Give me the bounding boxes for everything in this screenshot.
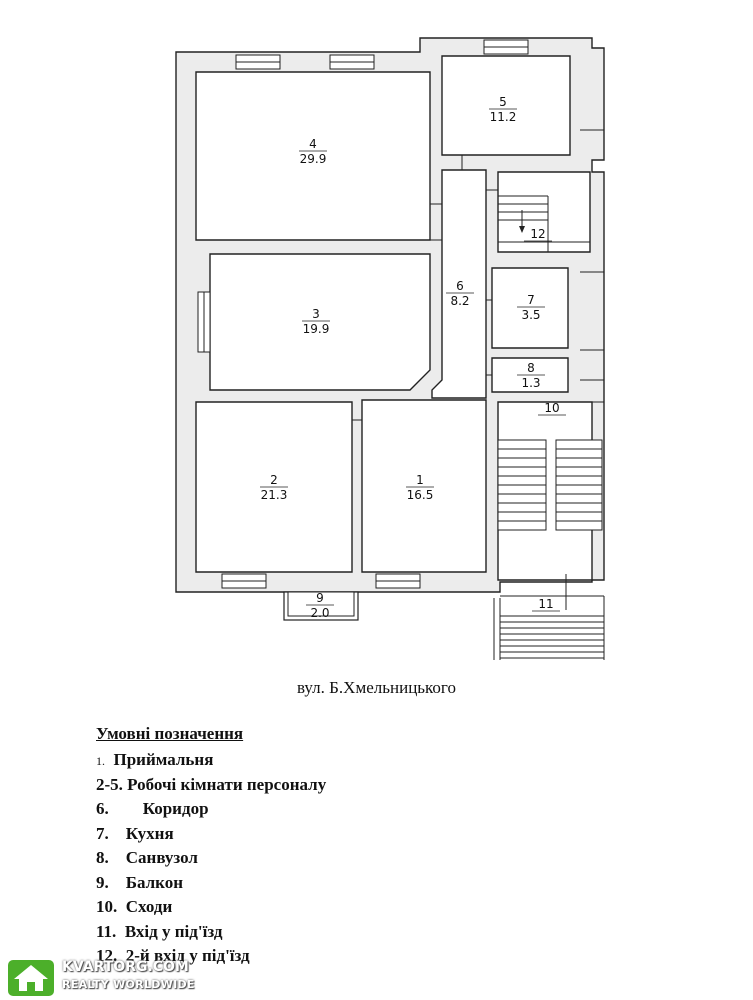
legend-item-text: Кухня	[125, 823, 174, 843]
legend-item: 11. Вхід у під'їзд	[96, 920, 326, 945]
legend-item-gap	[116, 922, 125, 941]
room-number: 5	[499, 95, 507, 109]
legend-item-number: 10.	[96, 897, 118, 916]
room-7-label: 73.5	[517, 293, 545, 322]
balcony-9	[283, 591, 359, 621]
floor-plan: 429.9 511.2 319.9 68.2 73.5 81.3 221.3 116.5 92.…	[175, 37, 605, 660]
room-7-area	[491, 267, 569, 349]
stairs-12	[498, 195, 590, 252]
legend-item: 7. Кухня	[96, 822, 326, 847]
room-area: 2.0	[310, 606, 329, 620]
legend-item-gap	[109, 824, 126, 843]
room-number: 3	[312, 307, 320, 321]
room-3-label: 319.9	[302, 307, 330, 336]
legend-item-text: Вхід у під'їзд	[124, 921, 223, 941]
wall-openings	[352, 129, 604, 421]
room-area: 21.3	[261, 488, 288, 502]
room-number: 9	[316, 591, 324, 605]
legend-item-gap	[105, 750, 114, 769]
room-4-label: 429.9	[299, 137, 327, 166]
room-area: 16.5	[407, 488, 434, 502]
room-number: 7	[527, 293, 535, 307]
watermark-line1: KVARTORG.COM	[62, 959, 189, 975]
room-2-label: 221.3	[260, 473, 288, 502]
room-number: 6	[456, 279, 464, 293]
room-area: 8.2	[450, 294, 469, 308]
room-area: 29.9	[300, 152, 327, 166]
room-3-area	[209, 253, 431, 391]
room-number: 12	[530, 227, 545, 241]
legend-item: 10. Сходи	[96, 895, 326, 920]
legend-item-text: Сходи	[125, 897, 173, 916]
legend-item: 8. Санвузол	[96, 846, 326, 871]
legend-title: Умовні позначення	[96, 724, 244, 743]
room-number: 10	[544, 401, 559, 415]
room-area: 1.3	[521, 376, 540, 390]
legend-item: 6. Коридор	[96, 797, 326, 822]
legend-item: 1. Приймальня	[96, 748, 326, 773]
legend-item-gap	[109, 873, 126, 892]
room-8-label: 81.3	[517, 361, 545, 390]
legend-item-number: 6.	[96, 799, 109, 818]
room-12-label: 12	[524, 227, 552, 242]
room-area: 3.5	[521, 308, 540, 322]
room-10-label: 10	[538, 401, 566, 416]
legend-item-gap	[109, 848, 126, 867]
legend-item-text: Коридор	[142, 799, 209, 818]
room-number: 1	[416, 473, 424, 487]
legend-item-text: Балкон	[125, 872, 184, 892]
room-1-area	[361, 399, 487, 573]
room-5-area	[441, 55, 571, 156]
legend-item-number: 7.	[96, 823, 109, 843]
room-6-label: 68.2	[446, 279, 474, 308]
room-area: 19.9	[303, 322, 330, 336]
legend-item-number: 9.	[96, 872, 109, 892]
room-5-label: 511.2	[489, 95, 517, 124]
legend-item-number: 8.	[96, 848, 109, 867]
room-1-label: 116.5	[406, 473, 434, 502]
legend-item-text: Приймальня	[113, 750, 214, 769]
room-area: 11.2	[490, 110, 517, 124]
legend-item-text: 2-й вхід у під'їзд	[125, 946, 250, 965]
legend-item-gap	[117, 897, 126, 916]
room-6-area	[431, 169, 487, 399]
watermark: KVARTORG.COM REALTY WORLDWIDE	[6, 956, 196, 998]
legend-item-gap	[109, 799, 143, 818]
legend-item: 12. 2-й вхід у під'їзд	[96, 944, 326, 969]
legend-item: 9. Балкон	[96, 871, 326, 896]
room-9-label: 92.0	[306, 591, 334, 620]
room-number: 8	[527, 361, 535, 375]
windows	[197, 39, 529, 589]
legend-item-number: 11.	[96, 921, 117, 941]
street-name: вул. Б.Хмельницького	[296, 678, 456, 697]
stairs-11	[493, 574, 605, 660]
stairs-10	[497, 439, 603, 531]
room-labels: 429.9 511.2 319.9 68.2 73.5 81.3 221.3 116.5 92.…	[260, 95, 566, 620]
room-number: 4	[309, 137, 317, 151]
legend-item-text: Санвузол	[125, 848, 198, 867]
legend-item-number: 2-5.	[96, 774, 123, 794]
legend-item-number: 1.	[96, 754, 105, 768]
room-number: 11	[538, 597, 553, 611]
legend-item-text: Робочі кімнати персоналу	[127, 774, 327, 794]
room-11-label: 11	[532, 597, 560, 612]
watermark-line2: REALTY WORLDWIDE	[62, 978, 195, 991]
legend-item: 2-5. Робочі кімнати персоналу	[96, 773, 326, 798]
legend-item-number: 12.	[96, 946, 118, 965]
house-icon	[8, 960, 54, 996]
room-number: 2	[270, 473, 278, 487]
